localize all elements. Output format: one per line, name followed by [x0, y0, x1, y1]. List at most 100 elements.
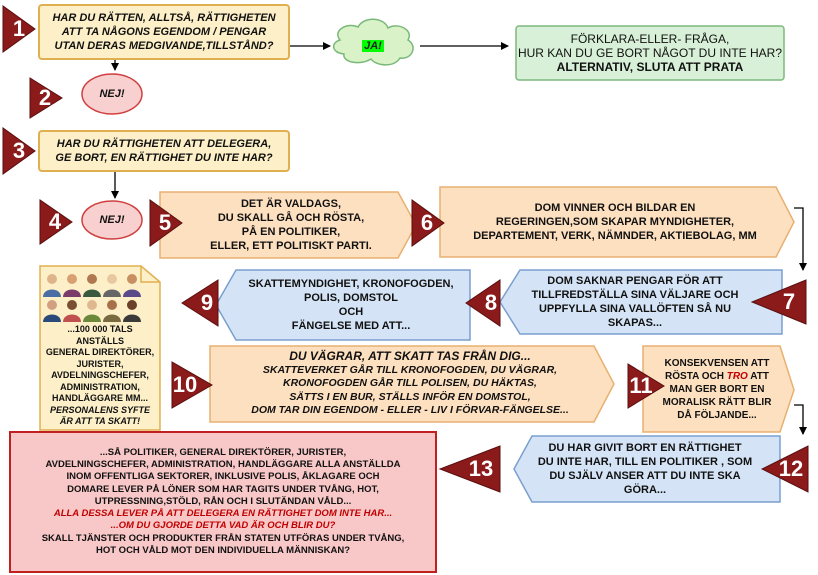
marker-2-label: 2	[38, 85, 52, 110]
step-8-text: SKATTEMYNDIGHET, KRONOFOGDEN, POLIS, DOM…	[232, 270, 470, 340]
step-11-fragment: RÖSTA OCH	[665, 370, 727, 382]
step-6-line: DOM VINNER OCH BILDAR EN	[534, 202, 696, 214]
marker-11	[627, 363, 665, 409]
marker-5-label: 5	[158, 210, 172, 235]
step-13-line: INOM OFFENTLIGA SEKTORER, INKLUSIVE POLI…	[66, 471, 380, 483]
step-5-line: ELLER, ETT POLITISKT PARTI.	[210, 240, 372, 252]
yes-label-wrap: JA!	[355, 36, 391, 56]
step-11-line: MAN GER BORT EN	[669, 383, 765, 395]
step-9-line: AVDELNINGSCHEFER,	[51, 370, 149, 381]
marker-13-label: 13	[468, 456, 494, 481]
step-9-line: ...100 000 TALS	[67, 324, 133, 335]
marker-6-label: 6	[420, 210, 434, 235]
no-1-label: NEJ!	[99, 88, 125, 100]
step-11-highlight: TRO	[726, 370, 748, 382]
step-7-line: DOM SAKNAR PENGAR FÖR ATT	[547, 275, 723, 287]
people-icons	[43, 274, 141, 322]
marker-2	[29, 77, 63, 119]
explain-strong-line: ALTERNATIV, SLUTA ATT PRATA	[556, 60, 744, 74]
step-7-text: DOM SAKNAR PENGAR FÖR ATT TILLFREDSTÄLLA…	[515, 270, 755, 334]
marker-1	[2, 5, 36, 53]
marker-10-label: 10	[172, 372, 198, 397]
step-11-line: MORALISK RÄTT BLIR	[662, 396, 772, 408]
marker-5	[149, 199, 183, 247]
step-5-line: PÅ EN POLITIKER,	[241, 226, 341, 238]
step13-box	[9, 431, 437, 573]
step-7-line: SKAPAS...	[607, 317, 663, 329]
no-2-label: NEJ!	[99, 214, 125, 226]
marker-6	[411, 199, 445, 247]
step-11-fragment: ATT	[747, 370, 769, 382]
marker-3-label: 3	[12, 138, 26, 163]
marker-4-label: 4	[48, 209, 62, 234]
marker-9	[181, 279, 219, 327]
step-5-text: DET ÄR VALDAGS, DU SKALL GÅ OCH RÖSTA, P…	[180, 192, 402, 258]
question-1-box: HAR DU RÄTTEN, ALLTSÅ, RÄTTIGHETEN ATT T…	[38, 4, 290, 60]
step-7-line: TILLFREDSTÄLLA SINA VÄLJARE OCH	[531, 289, 739, 301]
step-6-line: DEPARTEMENT, VERK, NÄMNDER, AKTIEBOLAG, …	[473, 230, 757, 242]
step-12-text: DU HAR GIVIT BORT EN RÄTTIGHET DU INTE H…	[528, 436, 762, 502]
yes-label: JA!	[362, 40, 384, 52]
step-13-line: UTPRESSNING,STÖLD, RÅN OCH I SLUTÄNDAN V…	[94, 495, 352, 507]
step-8-line: FÄNGELSE MED ATT...	[291, 320, 411, 332]
step-10-line: KRONOFOGDEN GÅR TILL POLISEN, DU HÄKTAS,	[283, 377, 537, 390]
step-11-line: DÅ FÖLJANDE...	[677, 409, 757, 421]
step-11-text: KONSEKVENSEN ATT RÖSTA OCH TRO ATT MAN G…	[646, 346, 788, 432]
step-13-line: ...SÅ POLITIKER, GENERAL DIREKTÖRER, JUR…	[99, 447, 347, 459]
marker-3	[2, 127, 36, 175]
marker-13	[438, 445, 501, 493]
explain-line: HUR KAN DU GE BORT NÅGOT DU INTE HAR?	[517, 46, 783, 60]
marker-12	[760, 445, 809, 493]
marker-4	[39, 199, 73, 245]
step-10-title: DU VÄGRAR, ATT SKATT TAS FRÅN DIG...	[289, 349, 531, 364]
step-10-text: DU VÄGRAR, ATT SKATT TAS FRÅN DIG... SKA…	[214, 346, 606, 422]
marker-10	[171, 361, 214, 409]
number-markers	[2, 5, 809, 493]
step-9-text: ...100 000 TALS ANSTÄLLS GENERAL DIREKTÖ…	[40, 324, 160, 428]
step-12-line: DU SJÄLV ANSER ATT DU INTE SKA	[549, 470, 741, 482]
step5-arrow-shape	[159, 191, 417, 259]
step-9-line: ANSTÄLLS	[76, 335, 124, 346]
step-9-line: GENERAL DIREKTÖRER,	[45, 347, 155, 358]
step-12-line: DU HAR GIVIT BORT EN RÄTTIGHET	[548, 442, 742, 454]
step-6-text: DOM VINNER OCH BILDAR EN REGERINGEN,SOM …	[450, 187, 780, 257]
marker-8	[465, 279, 501, 327]
step9-note-fold	[140, 266, 160, 283]
step-13-line: DOMARE LEVER PÅ LÖNER SOM HAR TAGITS UND…	[67, 483, 379, 495]
step-13-line: HOT OCH VÅLD MOT DEN INDIVIDUELLA MÄNNIS…	[95, 544, 351, 556]
question-1-line: ATT TA NÅGONS EGENDOM / PENGAR	[61, 26, 267, 38]
marker-7-label: 7	[782, 289, 796, 314]
connectors	[111, 42, 807, 435]
step-8-line: OCH	[338, 306, 364, 318]
step-13-line: AVDELNINGSCHEFER, ADMINISTRATION, HANDLÄ…	[45, 459, 401, 471]
step-13-red-line: ...OM DU GJORDE DETTA VAD ÄR OCH BLIR DU…	[110, 520, 336, 532]
marker-12-label: 12	[778, 456, 804, 481]
question-3-box: HAR DU RÄTTIGHETEN ATT DELEGERA, GE BORT…	[38, 130, 290, 172]
no-oval-1	[81, 73, 143, 115]
marker-11-label: 11	[629, 373, 653, 398]
marker-9-label: 9	[200, 290, 214, 315]
step-8-line: POLIS, DOMSTOL	[304, 292, 398, 304]
step-10-line: DOM TAR DIN EGENDOM - ELLER - LIV I FÖRV…	[251, 404, 569, 417]
step10-arrow-shape	[209, 345, 615, 423]
marker-1-label: 1	[12, 16, 26, 41]
step-9-line: ADMINISTRATION,	[60, 381, 140, 392]
step-6-line: REGERINGEN,SOM SKAPAR MYNDIGHETER,	[495, 216, 735, 228]
question-3-line: HAR DU RÄTTIGHETEN ATT DELEGERA,	[56, 138, 272, 150]
step-9-italic-line: PERSONALENS SYFTE	[49, 404, 150, 415]
step-9-line: HANDLÄGGARE MM...	[52, 393, 148, 404]
step-12-line: GÖRA...	[623, 484, 667, 496]
question-1-line: UTAN DERAS MEDGIVANDE,TILLSTÅND?	[54, 40, 274, 52]
step6-arrow-shape	[439, 186, 795, 258]
step-5-line: DU SKALL GÅ OCH RÖSTA,	[217, 212, 365, 224]
person-icon	[43, 274, 141, 322]
step-10-line: SKATTEVERKET GÅR TILL KRONOFOGDEN, DU VÄ…	[262, 363, 558, 376]
step-9-italic-line: ÄR ATT TA SKATT!	[59, 416, 141, 427]
marker-8-label: 8	[484, 290, 498, 315]
arrow-6-to-7	[794, 207, 807, 271]
step-8-line: SKATTEMYNDIGHET, KRONOFOGDEN,	[248, 278, 454, 290]
step-11-line: RÖSTA OCH TRO ATT	[665, 370, 769, 383]
step-13-text: ...SÅ POLITIKER, GENERAL DIREKTÖRER, JUR…	[12, 434, 434, 570]
